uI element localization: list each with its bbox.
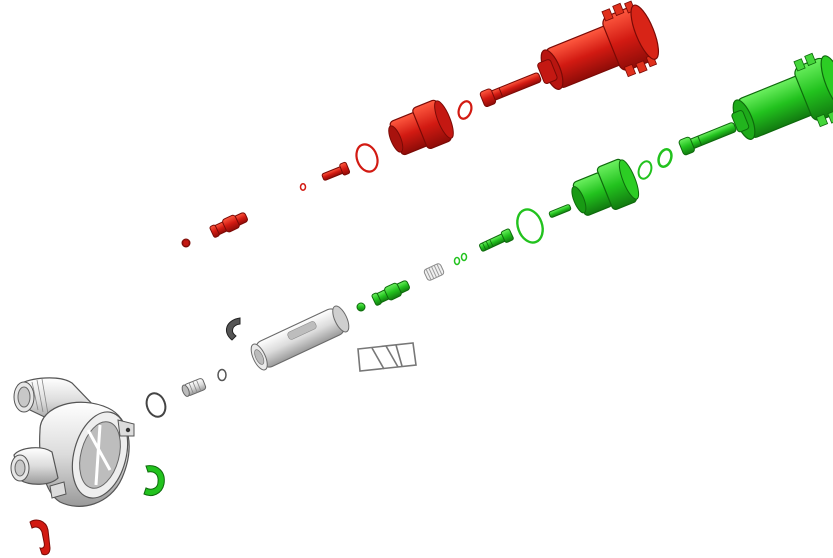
green-threaded-pin (479, 228, 514, 252)
grey-o-ring (145, 392, 167, 418)
red-small-o-ring (457, 100, 473, 120)
green-short-rod (548, 204, 572, 218)
red-toothed-drive-knob (537, 0, 660, 90)
grey-spring (423, 263, 445, 281)
grey-small-ring (217, 368, 227, 382)
red-tiny-ring (299, 183, 307, 191)
grey-part-chain (10, 305, 417, 507)
red-long-shaft-pin (479, 72, 542, 107)
grey-c-clip (225, 317, 241, 341)
red-small-screw (181, 238, 191, 248)
grey-cylinder-sleeve (250, 305, 350, 371)
green-hex-nut-body (571, 158, 640, 216)
green-long-shaft-pin (678, 122, 737, 156)
red-plunger (209, 212, 248, 238)
green-large-o-ring (516, 208, 544, 244)
red-short-pin (321, 161, 351, 181)
green-clip (143, 465, 165, 497)
green-part-chain (356, 52, 833, 312)
green-small-ball (356, 302, 366, 312)
green-tiny-ring-pair (453, 252, 468, 266)
green-plunger (371, 280, 410, 306)
green-o-ring-pair (637, 148, 673, 180)
red-square-nut-body (388, 99, 454, 156)
loose-clips (29, 465, 165, 556)
green-toothed-drive-knob (731, 52, 833, 140)
red-part-chain (181, 0, 660, 248)
grey-threaded-insert (181, 378, 207, 397)
grey-wire-retainer (357, 342, 417, 372)
red-large-o-ring (355, 143, 379, 173)
red-clip (29, 519, 51, 556)
grey-valve-housing (10, 377, 135, 507)
